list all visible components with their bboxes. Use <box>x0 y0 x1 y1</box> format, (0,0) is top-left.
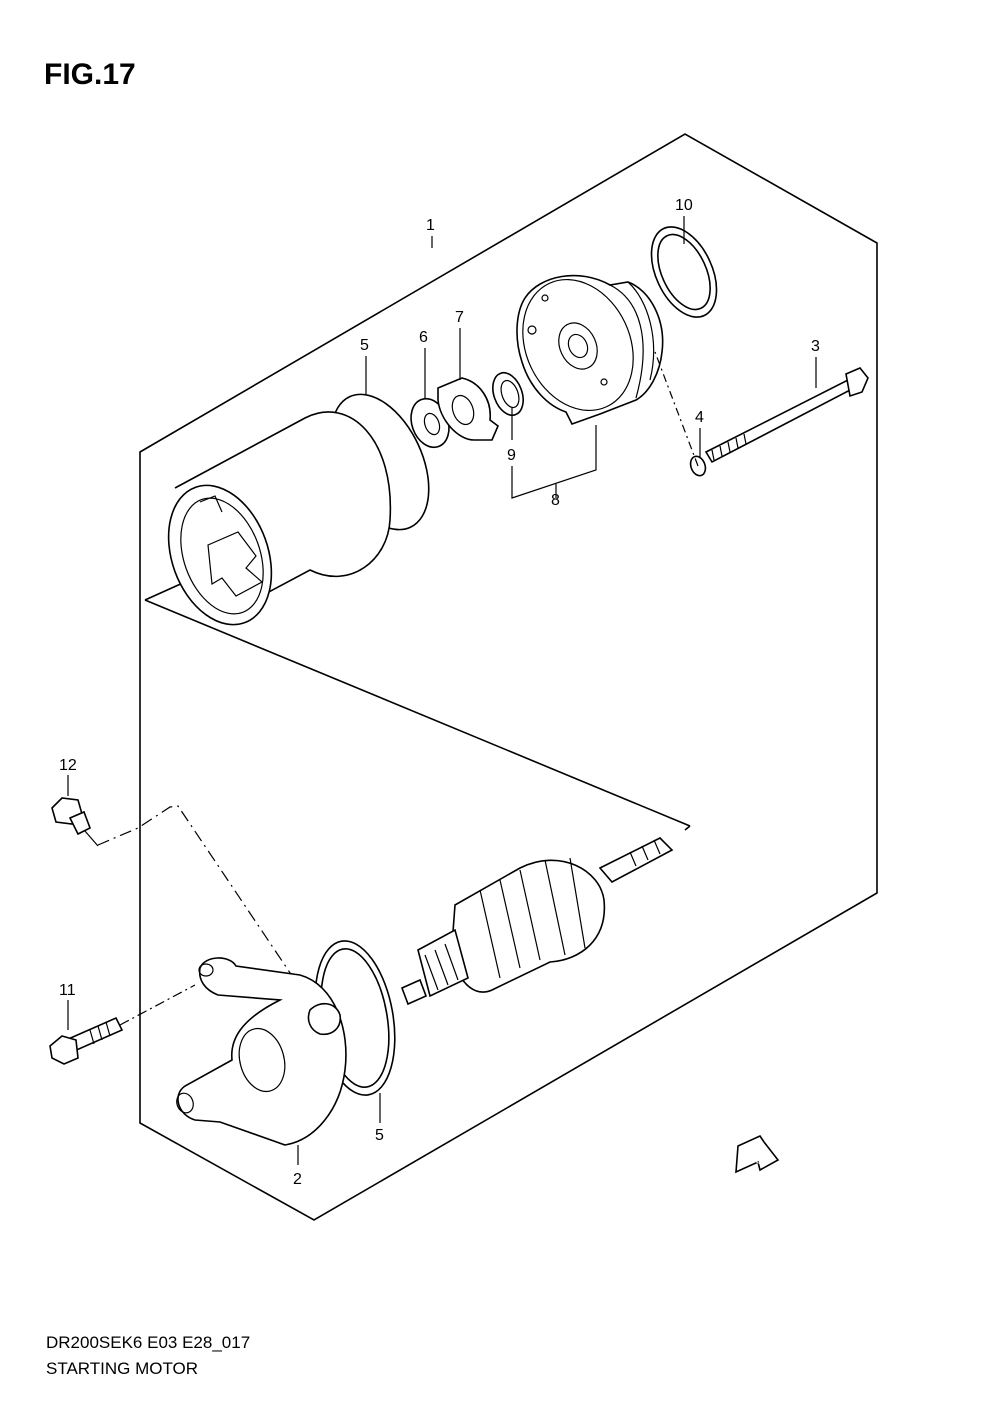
callout-1: 1 <box>426 217 435 234</box>
o-ring-part-10 <box>650 226 718 318</box>
model-code: DR200SEK6 E03 E28_017 <box>46 1333 251 1352</box>
callout-2: 2 <box>293 1171 302 1188</box>
leader-lines <box>67 216 817 1165</box>
callout-4: 4 <box>695 409 704 426</box>
ring-part-4 <box>654 351 707 477</box>
callout-6: 6 <box>419 329 428 346</box>
bolt-part-3 <box>704 367 869 464</box>
washer-part-6 <box>410 397 450 449</box>
callout-9: 9 <box>507 447 516 464</box>
bolt-part-11 <box>49 1016 124 1065</box>
end-cover-part-2 <box>176 957 347 1146</box>
callout-5-lower: 5 <box>375 1127 384 1144</box>
end-cover-part-8 <box>516 274 664 425</box>
armature <box>400 837 674 1006</box>
yoke-housing <box>167 411 392 626</box>
callout-11: 11 <box>59 982 76 999</box>
bolt-part-12 <box>51 797 92 836</box>
figure-title: FIG.17 <box>44 58 136 91</box>
callout-8: 8 <box>551 492 560 509</box>
assembly-boundary <box>77 133 878 1221</box>
seal-part-9 <box>492 371 524 417</box>
figure-name: STARTING MOTOR <box>46 1359 199 1378</box>
callout-5-upper: 5 <box>360 337 369 354</box>
callout-12: 12 <box>59 757 77 774</box>
callout-10: 10 <box>675 197 693 214</box>
callout-3: 3 <box>811 338 820 355</box>
plate-part-7 <box>437 377 499 441</box>
callout-numbers: 1 2 3 4 5 5 6 7 8 9 10 11 12 <box>59 197 820 1188</box>
callout-7: 7 <box>455 309 464 326</box>
fwd-arrow-icon: FWD <box>735 1134 780 1174</box>
